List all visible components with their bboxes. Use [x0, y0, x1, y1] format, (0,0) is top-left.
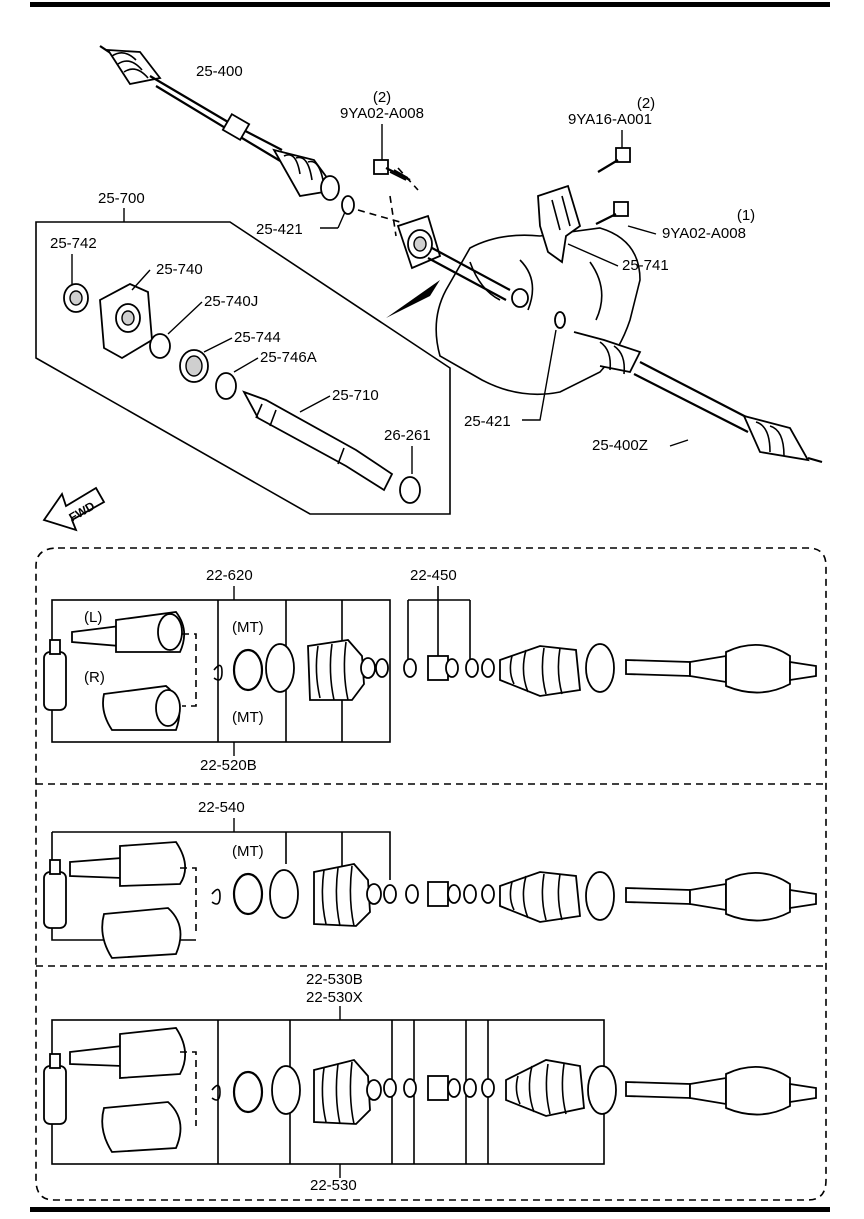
label-22-540: 22-540: [198, 799, 245, 816]
drive-shaft-25-400z: [573, 331, 823, 464]
label-25-421-upper: 25-421: [256, 221, 303, 238]
label-25-710: 25-710: [332, 387, 379, 404]
label-22-530: 22-530: [310, 1177, 357, 1194]
label-22-620: 22-620: [206, 567, 253, 584]
row1-outer-parts: [499, 643, 817, 697]
fwd-arrow: [42, 486, 106, 532]
top-border: [30, 2, 830, 7]
label-25-741: 25-741: [622, 257, 669, 274]
bottom-border: [30, 1207, 830, 1212]
row-22-620: [43, 586, 391, 756]
label-25-400z: 25-400Z: [592, 437, 648, 454]
label-mt-1: (MT): [232, 619, 264, 636]
label-25-700: 25-700: [98, 190, 145, 207]
kit-25-700-outline: [35, 221, 451, 515]
label-25-742: 25-742: [50, 235, 97, 252]
row-22-530: [43, 1006, 817, 1178]
clip-25-421-upper: [341, 195, 355, 215]
row-22-540: [43, 818, 817, 959]
label-25-421-lower: 25-421: [464, 413, 511, 430]
bolt-9ya02-a008-right: [595, 201, 657, 235]
label-25-400: 25-400: [196, 63, 243, 80]
joint-kits-panel: [35, 547, 827, 1201]
label-25-740: 25-740: [156, 261, 203, 278]
label-right: (R): [84, 669, 105, 686]
label-25-740j: 25-740J: [204, 293, 258, 310]
label-25-746a: 25-746A: [260, 349, 317, 366]
bracket-22-450: [403, 586, 495, 681]
label-22-450: 22-450: [410, 567, 457, 584]
label-22-520b: 22-520B: [200, 757, 257, 774]
label-9ya02-a008: 9YA02-A008: [340, 105, 424, 122]
label-22-530x: 22-530X: [306, 989, 363, 1006]
label-left: (L): [84, 609, 102, 626]
label-9ya02-qty: (2): [373, 89, 391, 106]
label-mt-2: (MT): [232, 709, 264, 726]
label-25-744: 25-744: [234, 329, 281, 346]
label-9ya02-a008-right: 9YA02-A008: [662, 225, 746, 242]
clip-25-421-lower: [554, 311, 566, 329]
label-26-261: 26-261: [384, 427, 431, 444]
bearing-bracket: [396, 214, 442, 270]
label-mt-3: (MT): [232, 843, 264, 860]
label-9ya16-qty: (2): [637, 95, 655, 112]
drive-shaft-25-400: [99, 45, 340, 201]
bracket-25-741: [537, 184, 619, 267]
bolt-9ya16-a001: [597, 130, 631, 173]
kit-parts: [63, 254, 421, 504]
label-9ya02-right-qty: (1): [737, 207, 755, 224]
direction-wedge: [386, 280, 440, 318]
bolt-9ya02-a008-top: [373, 124, 411, 181]
label-9ya16-a001: 9YA16-A001: [568, 111, 652, 128]
label-22-530b: 22-530B: [306, 971, 363, 988]
